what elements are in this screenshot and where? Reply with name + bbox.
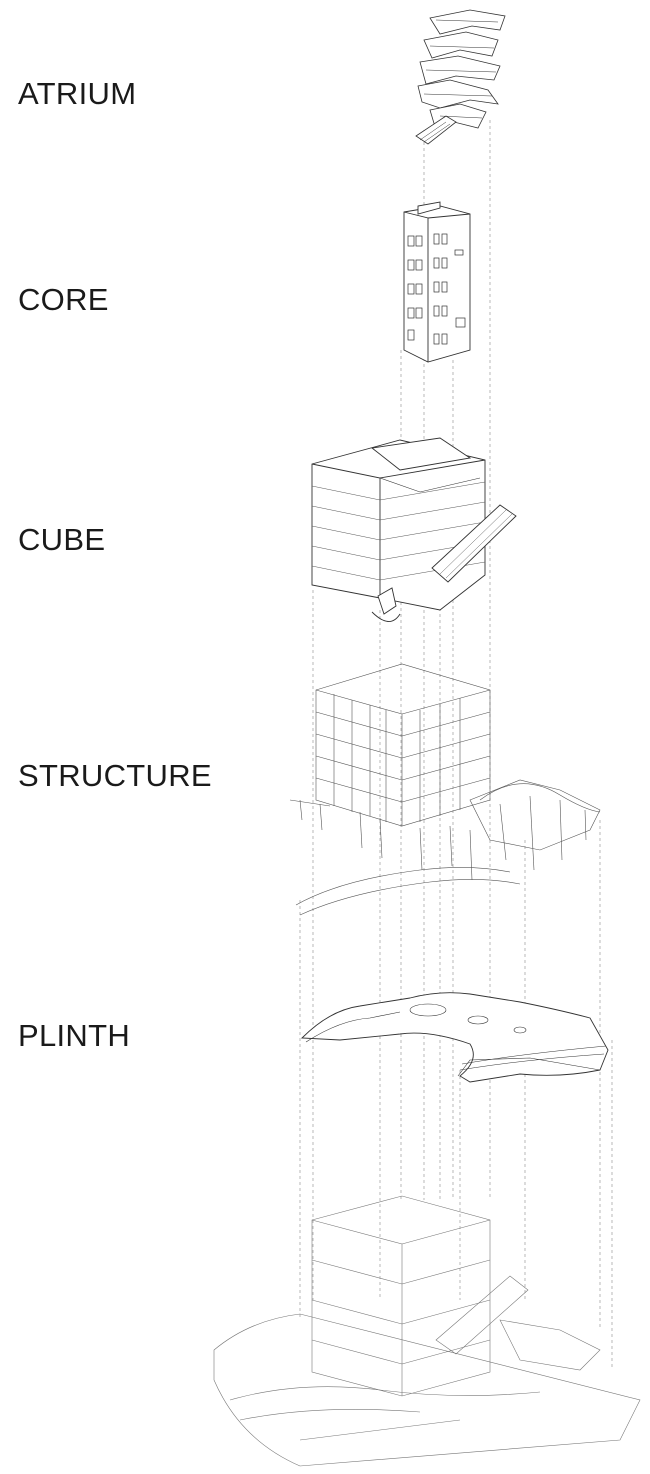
structure-drawing: [289, 663, 601, 916]
cube-drawing: [311, 437, 517, 622]
label-plinth: PLINTH: [18, 1018, 131, 1053]
composite-drawing: [213, 1195, 641, 1467]
atrium-drawing: [415, 9, 506, 145]
core-drawing: [403, 201, 471, 363]
label-atrium: ATRIUM: [18, 76, 137, 111]
label-cube: CUBE: [18, 522, 106, 557]
label-structure: STRUCTURE: [18, 758, 212, 793]
plinth-drawing: [300, 992, 609, 1083]
label-core: CORE: [18, 282, 109, 317]
